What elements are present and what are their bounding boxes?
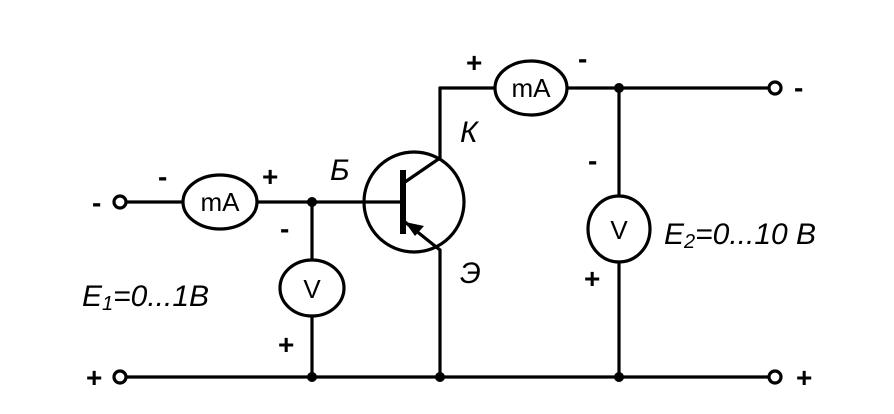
collector-voltmeter-label: V	[610, 215, 628, 245]
collector-milliammeter-body	[493, 59, 569, 117]
collector-voltmeter-body	[586, 194, 652, 264]
sign-base-ma-left: -	[158, 161, 167, 192]
emitter-label: Э	[460, 257, 481, 290]
collector-label: К	[460, 116, 480, 149]
sign-collector-ma-left: +	[466, 47, 482, 78]
terminals	[112, 80, 783, 385]
e2-label: E2=0...10 B	[664, 218, 816, 253]
terminal-right-top	[767, 80, 783, 96]
base-voltmeter-body	[278, 258, 346, 318]
circuit-wires	[124, 86, 772, 379]
transistor-collector-lead	[403, 156, 442, 184]
sign-right-bottom-terminal: +	[796, 362, 812, 393]
base-voltmeter-label: V	[303, 274, 321, 304]
collector-milliammeter: mA	[493, 59, 569, 117]
sign-base-ma-right: +	[262, 161, 278, 192]
collector-voltmeter: V	[586, 194, 652, 264]
junction-bottom-left	[307, 372, 317, 382]
base-milliammeter: mA	[181, 173, 259, 231]
junction-bottom-right	[614, 372, 624, 382]
base-milliammeter-label: mA	[201, 187, 241, 217]
sign-collector-v-top: -	[588, 145, 597, 176]
polarity-signs: - + - + - + + - - + - +	[86, 43, 812, 393]
junctions	[307, 83, 624, 382]
sign-collector-ma-right: -	[578, 43, 587, 74]
emitter-arrow-icon	[405, 222, 424, 236]
sign-collector-v-bottom: +	[584, 263, 600, 294]
collector-milliammeter-label: mA	[512, 73, 552, 103]
sign-right-top-terminal: -	[794, 72, 803, 103]
junction-top-right	[614, 83, 624, 93]
e1-label: E1=0...1B	[82, 280, 209, 315]
base-label: Б	[330, 154, 350, 187]
sign-left-bottom-terminal: +	[86, 362, 102, 393]
terminal-right-bottom	[767, 369, 783, 385]
junction-base	[307, 197, 317, 207]
npn-transistor	[362, 150, 466, 254]
sign-base-v-bottom: +	[278, 329, 294, 360]
junction-bottom-emitter	[435, 372, 445, 382]
terminal-left-top	[112, 194, 128, 210]
base-milliammeter-body	[181, 173, 259, 231]
sign-left-top-terminal: -	[92, 187, 101, 218]
sign-base-v-top: -	[280, 213, 289, 244]
terminal-left-bottom	[112, 369, 128, 385]
base-voltmeter: V	[278, 258, 346, 318]
